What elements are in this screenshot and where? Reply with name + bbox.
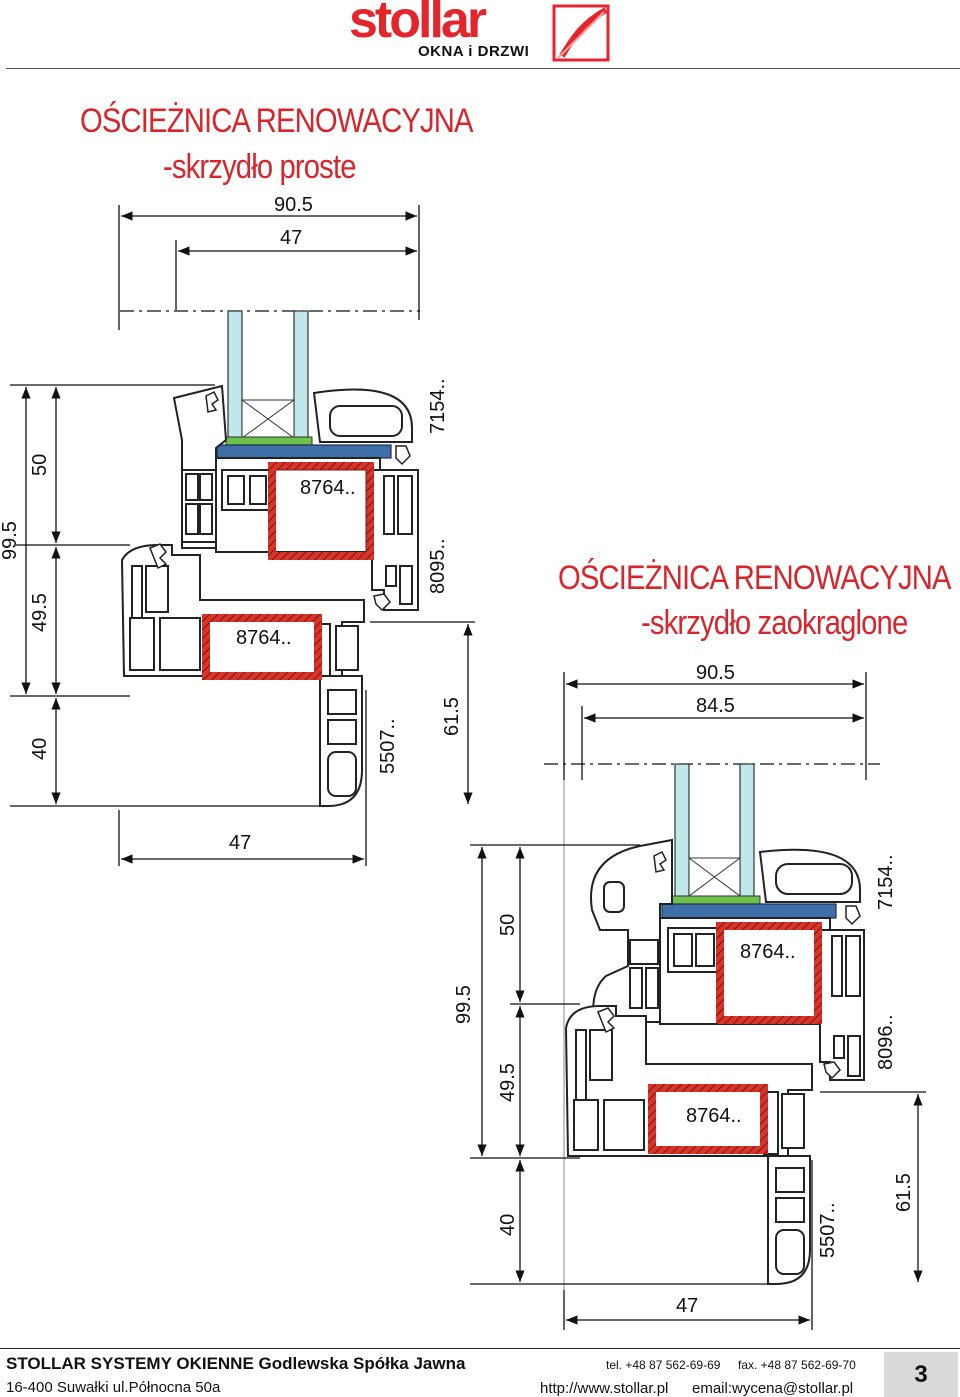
- logo-swoosh-icon: [552, 4, 610, 62]
- gasket: [597, 850, 861, 1080]
- dim1-right-upper-label: 7154..: [427, 378, 449, 434]
- gasket: [149, 390, 411, 612]
- dim1-left-total-label: 99.5: [0, 521, 21, 560]
- footer-address: 16-400 Suwałki ul.Północna 50a: [6, 1379, 221, 1396]
- dim1-top-outer: [118, 205, 420, 330]
- glazing-spacer: [671, 895, 761, 905]
- dim2-right-mid-label: 8096..: [875, 1014, 897, 1070]
- dim2-bottom-label: 47: [676, 1295, 699, 1317]
- dim2-left-upper-label: 50: [497, 913, 519, 936]
- glazing-spacer: [225, 436, 313, 446]
- dim2-top-outer-label: 90.5: [696, 662, 735, 684]
- dim2-right-lower-label: 61.5: [893, 1173, 915, 1212]
- dim1-left-lower-label: 40: [29, 737, 51, 760]
- dim2-left-mid-label: 49.5: [497, 1063, 519, 1102]
- footer-company: STOLLAR SYSTEMY OKIENNE Godlewska Spółka…: [6, 1354, 466, 1373]
- footer-web[interactable]: http://www.stollar.pl: [540, 1380, 669, 1397]
- dim1-part-lower-label: 5507..: [377, 718, 399, 774]
- logo-wordmark: stollar: [349, 0, 487, 49]
- sash-profile-1: [172, 384, 419, 611]
- logo-tagline: OKNA i DRZWI: [418, 43, 530, 60]
- dim1-right-lower-label: 61.5: [441, 697, 463, 736]
- dim1-left-mid-label: 49.5: [29, 593, 51, 632]
- steel-reinforcement-lower: [202, 614, 322, 680]
- header-rule: [6, 68, 960, 69]
- dim1-right-mid-label: 8095..: [427, 538, 449, 594]
- glazing-bead-base: [661, 903, 837, 919]
- glazing-bead-base: [216, 444, 392, 459]
- glass-pane: [674, 763, 690, 899]
- section2-title: OŚCIEŻNICA RENOWACYJNA: [558, 559, 952, 597]
- reinforcement1-upper-label: 8764..: [300, 477, 356, 499]
- dim1-top-outer-label: 90.5: [274, 194, 313, 216]
- glass-pane: [739, 763, 755, 899]
- sash-profile-2: [590, 838, 865, 1081]
- section1-title: OŚCIEŻNICA RENOWACYJNA: [80, 102, 474, 140]
- steel-reinforcement-lower: [648, 1084, 768, 1154]
- frame-profile-1: [120, 544, 365, 807]
- footer-tel: tel. +48 87 562-69-69: [606, 1358, 721, 1372]
- dim1-top-inner: [175, 240, 417, 310]
- dim2-left-lower-label: 40: [497, 1213, 519, 1236]
- footer-email[interactable]: email:wycena@stollar.pl: [692, 1380, 854, 1397]
- reinforcement2-lower-label: 8764..: [686, 1105, 742, 1127]
- steel-reinforcement-upper: [716, 922, 822, 1024]
- frame-profile-2: [564, 1005, 813, 1285]
- page-number: 3: [914, 1361, 928, 1388]
- dim2-part-lower-label: 5507..: [817, 1202, 839, 1258]
- dim2-top-inner-label: 84.5: [696, 695, 735, 717]
- dim1-left-upper-label: 50: [29, 453, 51, 476]
- footer-fax: fax. +48 87 562-69-70: [738, 1358, 856, 1372]
- dim2-left-total-label: 99.5: [453, 985, 475, 1024]
- section2-subtitle: -skrzydło zaokraglone: [641, 604, 908, 642]
- section1-subtitle: -skrzydło proste: [163, 148, 356, 186]
- page-number-box: 3: [884, 1352, 958, 1397]
- dim1-bottom-label: 47: [229, 832, 252, 854]
- drawing-2: [470, 672, 926, 1330]
- dim1-top-inner-label: 47: [280, 227, 303, 249]
- glass-pane: [227, 310, 243, 442]
- steel-reinforcement-upper: [268, 462, 374, 560]
- dim2-right-upper-label: 7154..: [875, 854, 897, 910]
- footer-rule: [0, 1348, 960, 1349]
- drawing-1: [10, 205, 475, 866]
- reinforcement2-upper-label: 8764..: [740, 941, 796, 963]
- reinforcement1-lower-label: 8764..: [236, 627, 292, 649]
- glass-pane: [293, 310, 309, 442]
